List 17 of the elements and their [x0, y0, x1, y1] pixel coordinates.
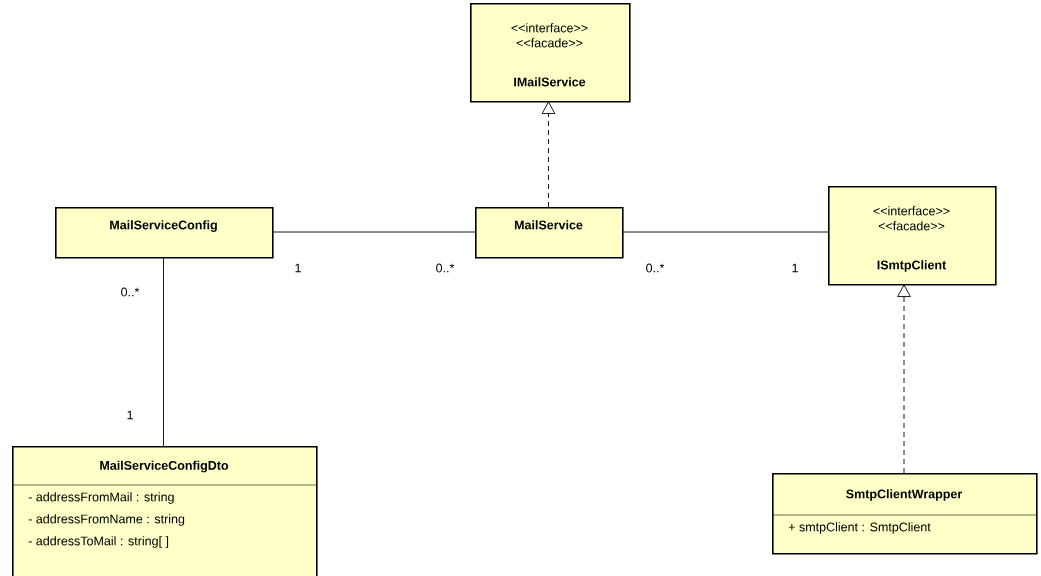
multiplicity-label: 0..* [646, 263, 665, 273]
connector [897, 284, 911, 474]
multiplicity-label: 0..* [436, 263, 455, 273]
class-box: MailServiceConfig [55, 207, 274, 259]
multiplicity-label: 1 [295, 263, 301, 273]
class-box: MailService [475, 207, 624, 259]
connector [163, 256, 164, 447]
connector [541, 101, 556, 208]
class-box: SmtpClientWrapper + smtpClient : SmtpClient [771, 473, 1038, 555]
multiplicity-label: 0..* [121, 287, 140, 297]
class-box: <<interface>> <<facade>> IMailService [470, 3, 631, 103]
connector [621, 231, 829, 233]
connector [271, 231, 476, 233]
class-box: MailServiceConfigDto - addressFromMail : string - addressFromName : string - addressToMail : string[ ] [11, 446, 318, 576]
multiplicity-label: 1 [792, 263, 798, 273]
multiplicity-label: 1 [127, 410, 133, 420]
class-box: <<interface>> <<facade>> ISmtpClient [828, 186, 997, 286]
